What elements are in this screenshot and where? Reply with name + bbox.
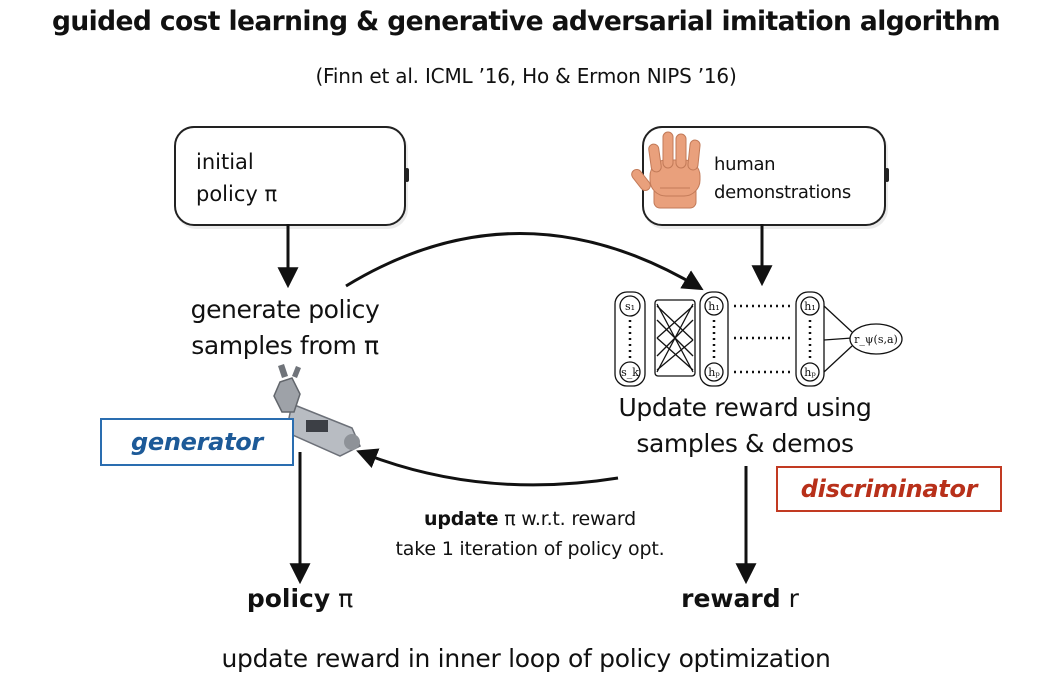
update-reward-text: Update reward using samples & demos: [570, 390, 920, 462]
box-handle: [405, 168, 409, 182]
arrow-reward-to-generator: [356, 448, 619, 487]
initial-policy-line2: policy π: [196, 182, 278, 206]
update-policy-line2: take 1 iteration of policy opt.: [395, 538, 665, 560]
generator-tag: generator: [100, 418, 294, 466]
citation-subtitle: (Finn et al. ICML ’16, Ho & Ermon NIPS ’…: [315, 64, 737, 88]
policy-bold: policy: [246, 584, 331, 613]
net-input-top-label: s₁: [625, 300, 635, 313]
generate-line2: samples from π: [191, 331, 379, 360]
generate-line1: generate policy: [190, 295, 380, 324]
policy-rest: π: [330, 584, 354, 613]
diagram-title: guided cost learning & generative advers…: [52, 6, 1001, 37]
net-hidden1-top-label: h₁: [708, 300, 720, 313]
reward-output-label: reward r: [640, 584, 840, 613]
update-policy-line1: update π w.r.t. reward: [330, 504, 730, 534]
net-input-bottom-label: s_k: [621, 366, 639, 379]
initial-policy-line1: initial: [196, 150, 254, 174]
footer-caption: update reward in inner loop of policy op…: [221, 644, 831, 673]
human-demonstrations-label: human demonstrations: [714, 151, 851, 207]
demos-line2: demonstrations: [714, 182, 851, 203]
policy-output-label: policy π: [200, 584, 400, 613]
hand-icon: [631, 131, 701, 209]
discriminator-tag: discriminator: [776, 466, 1002, 512]
update-reward-line2: samples & demos: [636, 429, 854, 458]
update-rest: π w.r.t. reward: [498, 508, 636, 530]
box-handle: [885, 168, 889, 182]
net-hidden2-bottom-label: hₚ: [804, 366, 816, 379]
initial-policy-label: initial policy π: [196, 146, 277, 210]
net-hidden2-top-label: h₁: [804, 300, 816, 313]
generate-samples-text: generate policy samples from π: [140, 292, 430, 364]
demos-line1: human: [714, 154, 776, 175]
arrow-samples-to-discriminator: [345, 232, 704, 291]
initial-policy-box: [174, 126, 409, 226]
update-bold: update: [424, 508, 499, 530]
neural-network-icon: [614, 291, 903, 387]
reward-rest: r: [780, 584, 799, 613]
net-output-label: r_ψ(s,a): [854, 333, 898, 346]
update-reward-line1: Update reward using: [618, 393, 872, 422]
reward-bold: reward: [681, 584, 781, 613]
robot-arm-icon: [273, 364, 361, 457]
net-hidden1-bottom-label: hₚ: [708, 366, 720, 379]
update-policy-text: update π w.r.t. reward take 1 iteration …: [330, 504, 730, 564]
